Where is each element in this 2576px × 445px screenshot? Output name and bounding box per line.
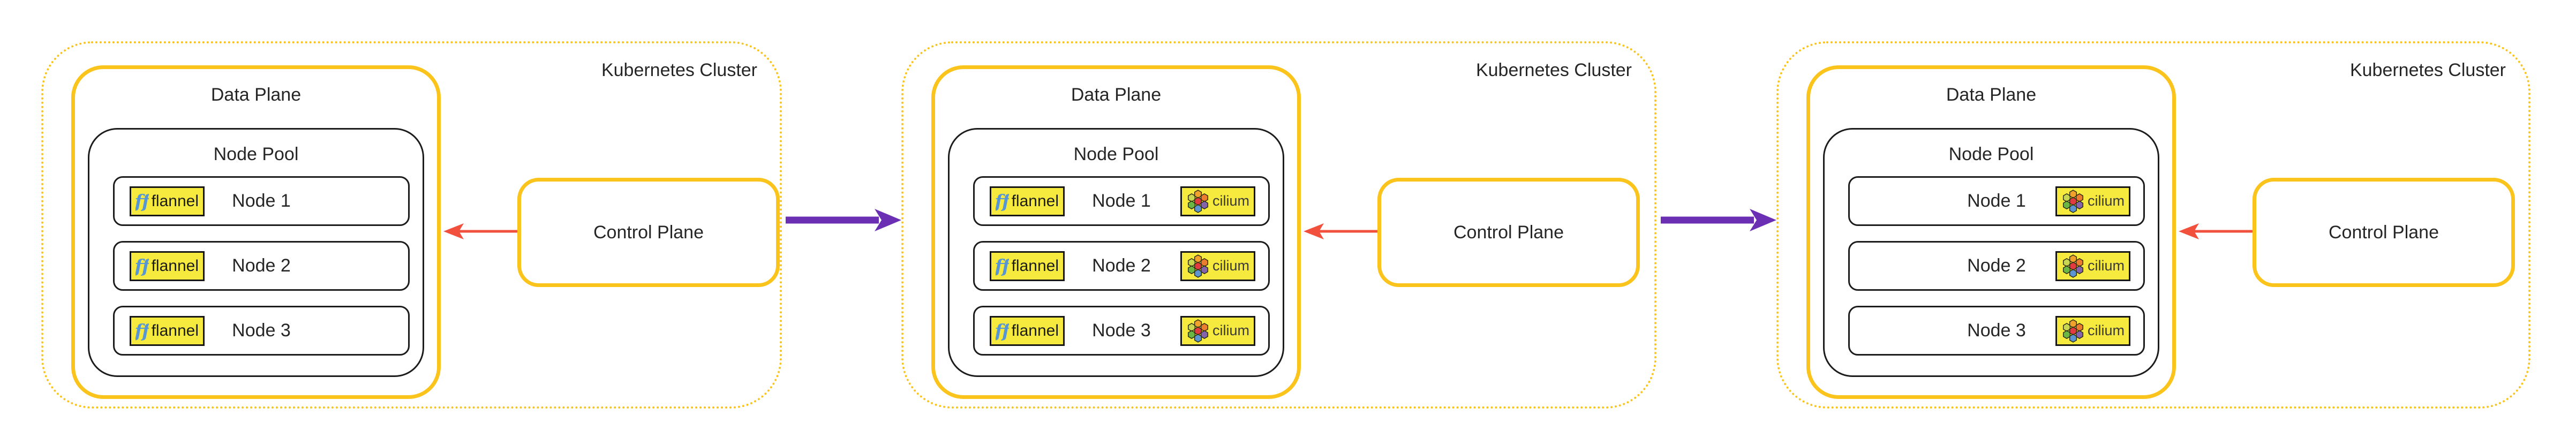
cilium-icon — [1188, 319, 1208, 343]
cluster-1-control-plane: Control Plane — [517, 178, 780, 287]
node-label: Node 2 — [1967, 255, 2026, 276]
node-label: Node 2 — [232, 255, 291, 276]
cilium-icon — [2063, 189, 2083, 213]
cluster-3-node-2: Node 2 cilium — [1848, 241, 2145, 291]
node-label: Node 1 — [232, 191, 291, 211]
svg-text:ﬀ: ﬀ — [996, 255, 1009, 276]
control-to-data-arrow-icon — [2179, 223, 2253, 239]
cluster-link-arrow-icon — [1661, 209, 1776, 231]
cluster-1-node-3: Node 3 ﬀ flannel — [113, 306, 410, 356]
cilium-badge: cilium — [1180, 251, 1255, 281]
svg-text:ﬀ: ﬀ — [135, 190, 149, 212]
node-label: Node 1 — [1967, 191, 2026, 211]
data-plane-label: Data Plane — [1946, 85, 2037, 105]
cluster-2-data-plane: Data Plane Node Pool Node 1 ﬀ flannel — [931, 65, 1301, 399]
cluster-3-control-plane: Control Plane — [2253, 178, 2515, 287]
svg-text:ﬀ: ﬀ — [996, 320, 1009, 341]
flannel-icon: ﬀ — [996, 190, 1009, 212]
flannel-badge: ﬀ flannel — [990, 186, 1065, 216]
flannel-badge: ﬀ flannel — [130, 315, 205, 346]
node-label: Node 3 — [232, 320, 291, 341]
cilium-icon — [2063, 254, 2083, 278]
cilium-badge: cilium — [2055, 251, 2130, 281]
node-pool-label: Node Pool — [213, 144, 299, 164]
cilium-icon — [2063, 319, 2083, 343]
cluster-3-title: Kubernetes Cluster — [2349, 60, 2506, 80]
cluster-1-node-2: Node 2 ﬀ flannel — [113, 241, 410, 291]
control-plane-label: Control Plane — [1453, 222, 1564, 243]
flannel-badge: ﬀ flannel — [130, 186, 205, 216]
cluster-2-node-3: Node 3 ﬀ flannel — [973, 306, 1270, 356]
cluster-2-node-2: Node 2 ﬀ flannel — [973, 241, 1270, 291]
cluster-2-control-plane: Control Plane — [1377, 178, 1640, 287]
cluster-1: Kubernetes Cluster Data Plane Node Pool … — [41, 41, 782, 409]
node-label: Node 1 — [1092, 191, 1151, 211]
control-plane-label: Control Plane — [593, 222, 704, 243]
cluster-3-node-pool: Node Pool Node 1 cilium — [1823, 128, 2159, 377]
flannel-icon: ﬀ — [135, 255, 149, 276]
node-label: Node 3 — [1967, 320, 2026, 341]
cluster-2-title: Kubernetes Cluster — [1475, 60, 1632, 80]
svg-text:ﬀ: ﬀ — [135, 255, 149, 276]
flannel-badge: ﬀ flannel — [990, 315, 1065, 346]
flannel-icon: ﬀ — [135, 320, 149, 341]
cluster-link-arrow-icon — [786, 209, 901, 231]
cluster-3-node-1: Node 1 cilium — [1848, 176, 2145, 226]
control-plane-label: Control Plane — [2328, 222, 2439, 243]
node-pool-label: Node Pool — [1948, 144, 2034, 164]
cluster-2: Kubernetes Cluster Data Plane Node Pool … — [901, 41, 1656, 409]
cilium-badge: cilium — [1180, 186, 1255, 216]
cluster-2-node-pool: Node Pool Node 1 ﬀ flannel — [948, 128, 1284, 377]
cilium-badge: cilium — [2055, 186, 2130, 216]
cluster-1-title: Kubernetes Cluster — [601, 60, 757, 80]
cluster-3-data-plane: Data Plane Node Pool Node 1 — [1806, 65, 2176, 399]
svg-text:ﬀ: ﬀ — [996, 190, 1009, 212]
flannel-icon: ﬀ — [996, 320, 1009, 341]
control-to-data-arrow-icon — [1304, 223, 1377, 239]
data-plane-label: Data Plane — [1071, 85, 1162, 105]
cilium-icon — [1188, 254, 1208, 278]
cluster-2-node-1: Node 1 ﬀ flannel — [973, 176, 1270, 226]
node-pool-label: Node Pool — [1073, 144, 1159, 164]
flannel-badge: ﬀ flannel — [130, 251, 205, 281]
cluster-1-node-pool: Node Pool Node 1 ﬀ flannel Node 2 ﬀ flan… — [88, 128, 424, 377]
cilium-badge: cilium — [2055, 315, 2130, 346]
cluster-1-node-1: Node 1 ﬀ flannel — [113, 176, 410, 226]
cluster-3: Kubernetes Cluster Data Plane Node Pool … — [1776, 41, 2530, 409]
cilium-badge: cilium — [1180, 315, 1255, 346]
svg-text:ﬀ: ﬀ — [135, 320, 149, 341]
node-label: Node 2 — [1092, 255, 1151, 276]
cluster-1-data-plane: Data Plane Node Pool Node 1 ﬀ flannel No… — [71, 65, 441, 399]
node-label: Node 3 — [1092, 320, 1151, 341]
cilium-icon — [1188, 189, 1208, 213]
cluster-3-node-3: Node 3 cilium — [1848, 306, 2145, 356]
flannel-badge: ﬀ flannel — [990, 251, 1065, 281]
flannel-icon: ﬀ — [996, 255, 1009, 276]
flannel-icon: ﬀ — [135, 190, 149, 212]
data-plane-label: Data Plane — [210, 85, 302, 105]
control-to-data-arrow-icon — [443, 223, 517, 239]
